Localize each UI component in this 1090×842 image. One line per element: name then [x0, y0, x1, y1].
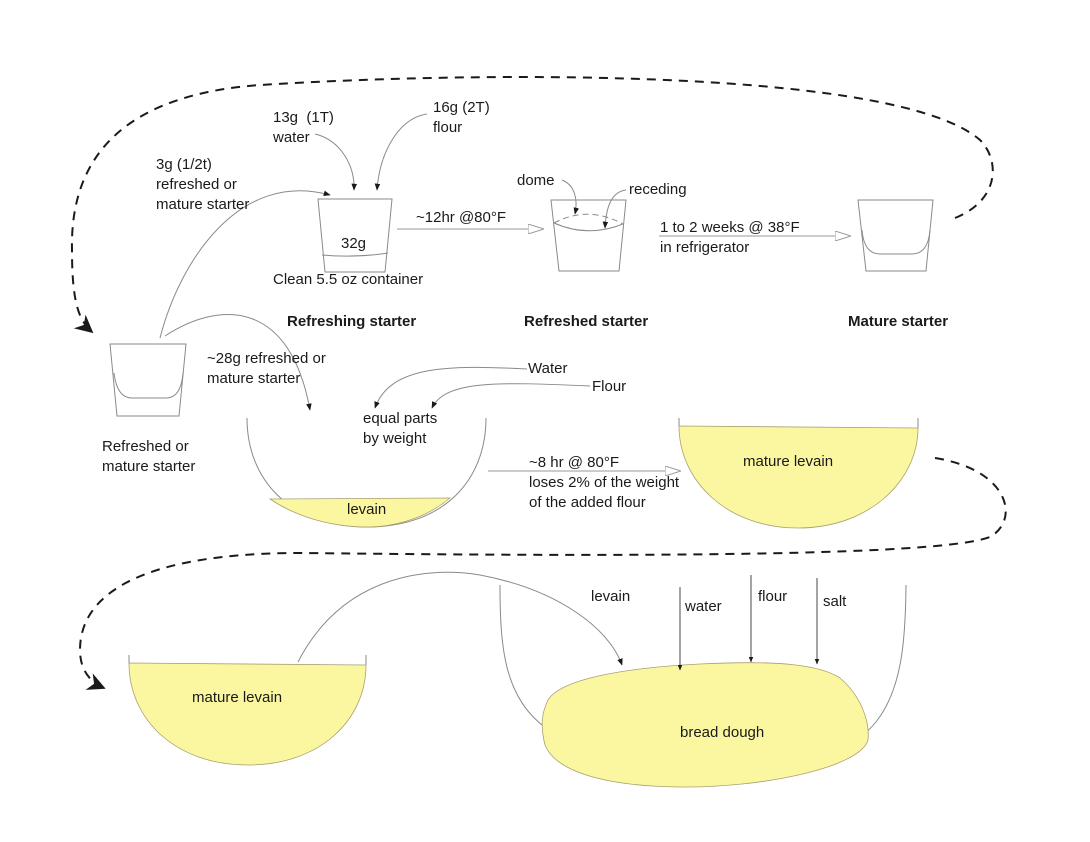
levain-to-dough-arrow	[297, 571, 623, 666]
step1-label: ~12hr @80°F	[416, 209, 507, 226]
step2-label: 1 to 2 weeks @ 38°F in refrigerator	[660, 219, 800, 256]
source-starter-jar	[109, 343, 187, 417]
refresh-water-input-label: 13g (1T) water	[273, 109, 334, 146]
dome-label: dome	[517, 172, 555, 189]
water-to-levain-arrow	[374, 366, 528, 409]
ratio-note-label: equal parts by weight	[363, 410, 438, 447]
step3-label: ~8 hr @ 80°F loses 2% of the weight of t…	[529, 454, 680, 511]
cycle-loop-dashed-arrow	[70, 76, 994, 334]
stage-title-mature: Mature starter	[848, 313, 949, 330]
flour-in-arrow	[374, 113, 428, 191]
refreshed-starter-cup	[550, 199, 627, 272]
levain-transfer-dashed-arrow	[78, 457, 1007, 690]
receding-label: receding	[629, 181, 687, 198]
refreshing-starter-cup	[317, 198, 393, 273]
bread-dough-blob	[541, 662, 869, 788]
dough-flour-input-label: flour	[758, 588, 788, 605]
levain-starter-input-label: ~28g refreshed or mature starter	[207, 350, 326, 387]
mature-starter-cup	[857, 199, 934, 272]
dough-levain-input-label: levain	[591, 588, 631, 605]
levain-fill-label: levain	[347, 501, 387, 518]
dough-salt-input-label: salt	[823, 593, 847, 610]
refresh-flour-input-label: 16g (2T) flour	[433, 99, 490, 136]
mature-levain-label-right: mature levain	[743, 453, 834, 470]
starter-in-arrow	[159, 190, 331, 339]
levain-bowl	[246, 417, 487, 528]
levain-water-input-label: Water	[528, 360, 568, 377]
mature-levain-bowl-right	[678, 418, 919, 529]
container-label: Clean 5.5 oz container	[273, 271, 424, 288]
stage-title-refreshing: Refreshing starter	[287, 313, 417, 330]
dough-water-input-label: water	[685, 598, 722, 615]
mature-levain-bowl-left	[128, 655, 367, 766]
dome-arrow	[561, 179, 580, 215]
container-weight-label: 32g	[341, 235, 367, 252]
refresh-starter-input-label: 3g (1/2t) refreshed or mature starter	[156, 156, 250, 213]
bread-dough-label: bread dough	[680, 724, 765, 741]
starter-to-levain-arrow	[164, 314, 312, 411]
dough-bowl	[499, 584, 907, 788]
mature-levain-label-left: mature levain	[192, 689, 283, 706]
levain-flour-input-label: Flour	[592, 378, 627, 395]
receding-arrow	[602, 189, 627, 229]
flour-to-levain-arrow	[431, 383, 591, 409]
water-in-arrow	[314, 133, 358, 191]
source-jar-label: Refreshed or mature starter	[102, 438, 196, 475]
dome-line	[553, 213, 624, 225]
stage-title-refreshed: Refreshed starter	[524, 313, 649, 330]
